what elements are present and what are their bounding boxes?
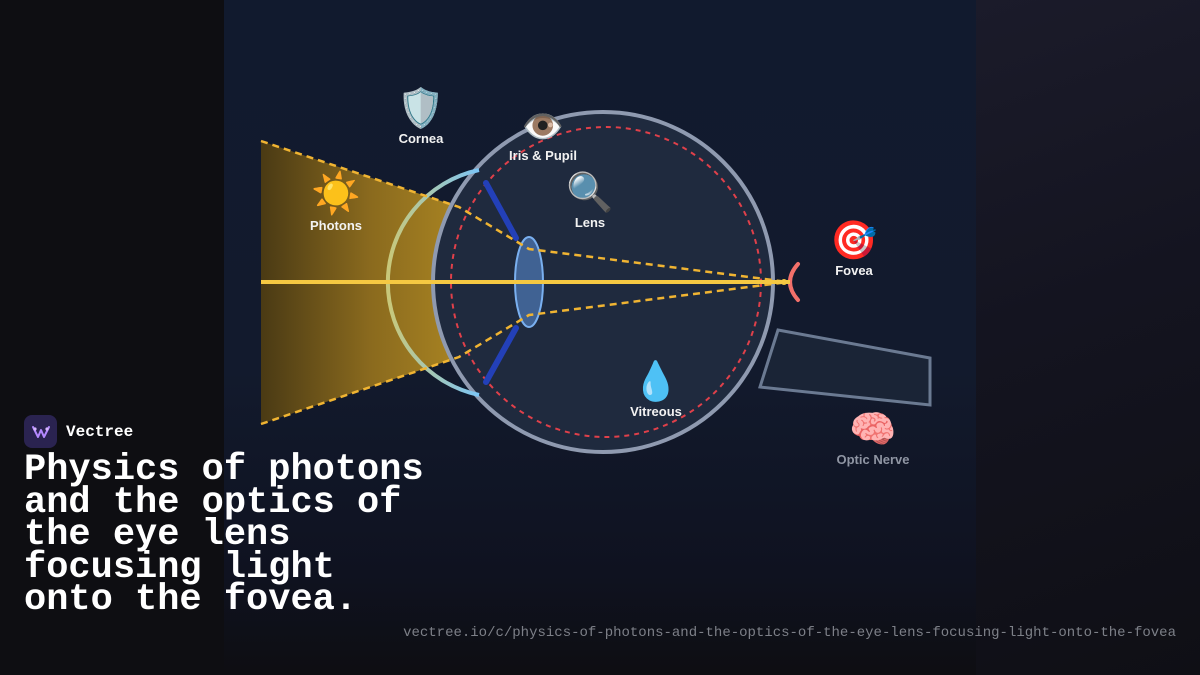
droplet-icon: 💧 [632,359,680,403]
page-title: Physics of photons and the optics of the… [24,449,424,621]
ray-lower [260,280,789,426]
ray-upper [260,139,789,284]
target-icon: 🎯 [830,218,878,262]
optic-nerve [758,328,932,407]
brain-icon: 🧠 [849,407,897,451]
label-lens-text: Lens [574,215,606,230]
background-panel [976,0,1200,675]
label-lens: 🔍 Lens [566,173,613,230]
fovea-arc [788,262,800,302]
eye-icon: 👁️ [521,107,565,147]
label-photons-text: Photons [310,218,362,233]
brand: Vectree [24,415,133,448]
sun-icon: ☀️ [311,171,361,217]
iris-lower [483,325,519,385]
label-photons: ☀️ Photons [310,174,362,233]
focal-point [781,279,787,285]
label-vitreous-text: Vitreous [630,404,682,419]
source-url[interactable]: vectree.io/c/physics-of-photons-and-the-… [403,625,1176,641]
magnifier-icon: 🔍 [566,170,614,214]
vectree-logo-icon [24,415,57,448]
shield-icon: 🛡️ [397,86,445,130]
label-iris-pupil: 👁️ Iris & Pupil [509,110,577,163]
label-cornea: 🛡️ Cornea [397,89,444,146]
iris-upper [483,180,519,241]
label-fovea: 🎯 Fovea [830,221,877,278]
brand-name: Vectree [66,422,134,441]
label-optic-nerve: 🧠 Optic Nerve [837,410,910,467]
label-optic-nerve-text: Optic Nerve [836,452,910,467]
label-fovea-text: Fovea [835,263,873,278]
label-cornea-text: Cornea [398,131,444,146]
label-iris-pupil-text: Iris & Pupil [509,148,577,163]
label-vitreous: 💧 Vitreous [630,362,682,419]
